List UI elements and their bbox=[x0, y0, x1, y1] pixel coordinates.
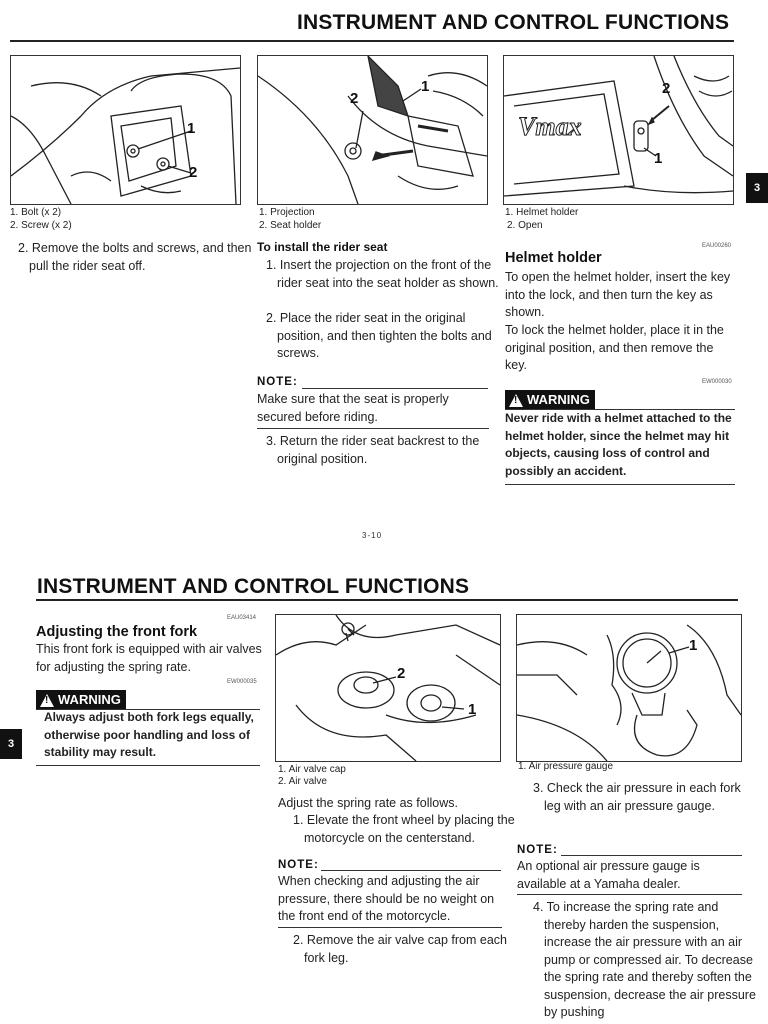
figure-air-pressure-gauge: 1 bbox=[516, 614, 742, 762]
fig1-callout-2: 2 bbox=[189, 164, 198, 181]
page1-note-end-rule bbox=[257, 428, 489, 429]
page1-helmet-para-open: To open the helmet holder, insert the ke… bbox=[505, 270, 731, 319]
page1-header-rule bbox=[10, 40, 734, 42]
page1-note-rule bbox=[302, 388, 488, 389]
page1-install-step-2: 2. Place the rider seat in the original … bbox=[266, 311, 492, 360]
fig4-caption-2: 2. Air valve bbox=[278, 776, 327, 787]
page2-header-rule bbox=[36, 599, 738, 601]
fig4-callout-1: 1 bbox=[468, 701, 477, 718]
fig3-callout-2: 2 bbox=[662, 80, 671, 97]
page1-warning-label: WARNING bbox=[505, 390, 595, 410]
vmax-logo: Vmax bbox=[518, 112, 583, 142]
page2-step-2: 2. Remove the air valve cap from each fo… bbox=[293, 933, 507, 965]
page2-code-warning: EW000035 bbox=[227, 679, 257, 685]
page1-section-tab: 3 bbox=[746, 173, 768, 203]
fig5-caption-1: 1. Air pressure gauge bbox=[518, 761, 614, 772]
page2-fork-para: This front fork is equipped with air val… bbox=[36, 642, 262, 674]
page2-header: INSTRUMENT AND CONTROL FUNCTIONS bbox=[37, 575, 470, 598]
fig2-callout-1: 1 bbox=[421, 78, 430, 95]
page2-note-right-label: NOTE: bbox=[517, 844, 558, 856]
page2-note-right-rule bbox=[561, 855, 742, 856]
page1-step-2-remove: 2. Remove the bolts and screws, and then… bbox=[18, 241, 252, 273]
page2-section-tab: 3 bbox=[0, 729, 22, 759]
page1-warning-bottom-rule bbox=[505, 484, 735, 485]
fig4-caption-1: 1. Air valve cap bbox=[278, 764, 346, 775]
figure-air-valve: 2 1 bbox=[275, 614, 501, 762]
fig1-caption-1: 1. Bolt (x 2) bbox=[10, 207, 62, 218]
fig5-callout-1: 1 bbox=[689, 637, 698, 654]
page2-warning-bottom-rule bbox=[36, 765, 260, 766]
page1-install-heading: To install the rider seat bbox=[257, 240, 388, 254]
page1-install-step-1: 1. Insert the projection on the front of… bbox=[266, 258, 499, 290]
page1-note-text: Make sure that the seat is properly secu… bbox=[257, 392, 449, 424]
fig2-callout-2: 2 bbox=[350, 90, 359, 107]
warning-triangle-icon bbox=[509, 393, 523, 407]
page2-code-fork: EAU03414 bbox=[227, 615, 257, 621]
page1-header: INSTRUMENT AND CONTROL FUNCTIONS bbox=[297, 11, 730, 34]
page2-note-left-text: When checking and adjusting the air pres… bbox=[278, 874, 495, 923]
page1-warning-top-rule bbox=[505, 409, 735, 410]
page1-helmet-para-lock: To lock the helmet holder, place it in t… bbox=[505, 323, 724, 372]
fig2-caption-2: 2. Seat holder bbox=[259, 220, 322, 231]
page2-fork-heading: Adjusting the front fork bbox=[36, 624, 198, 640]
page2-step-4: 4. To increase the spring rate and there… bbox=[533, 900, 756, 1019]
fig3-callout-1: 1 bbox=[654, 150, 663, 167]
figure-seat-bolts: 1 2 bbox=[10, 55, 241, 205]
page2-warning-label: WARNING bbox=[36, 690, 126, 710]
fig3-caption-2: 2. Open bbox=[507, 220, 543, 231]
page1-code-warning: EW000030 bbox=[702, 379, 732, 385]
fig1-callout-1: 1 bbox=[187, 120, 196, 137]
page1-code-helmet: EAU00260 bbox=[702, 243, 732, 249]
fig4-callout-2: 2 bbox=[397, 665, 406, 682]
page1-note-label: NOTE: bbox=[257, 376, 298, 388]
fig2-caption-1: 1. Projection bbox=[259, 207, 315, 218]
page2-intro: Adjust the spring rate as follows. bbox=[278, 796, 458, 810]
page1-install-step-3: 3. Return the rider seat backrest to the… bbox=[266, 434, 480, 466]
warning-triangle-icon bbox=[40, 693, 54, 707]
fig1-caption-2: 2. Screw (x 2) bbox=[10, 220, 72, 231]
page1-page-number: 3-10 bbox=[362, 531, 383, 540]
page2-note-right-text: An optional air pressure gauge is availa… bbox=[517, 859, 700, 891]
page2-note-left-end-rule bbox=[278, 927, 502, 928]
page2-step-3: 3. Check the air pressure in each fork l… bbox=[533, 781, 741, 813]
page2-step-1: 1. Elevate the front wheel by placing th… bbox=[293, 813, 515, 845]
page1-helmet-heading: Helmet holder bbox=[505, 250, 602, 266]
page2-warning-top-rule bbox=[36, 709, 260, 710]
page2-warning-text: Always adjust both fork legs equally, ot… bbox=[44, 710, 254, 759]
page2-note-right-end-rule bbox=[517, 894, 742, 895]
page1-warning-text: Never ride with a helmet attached to the… bbox=[505, 411, 732, 478]
page2-note-left-rule bbox=[321, 870, 501, 871]
page2-note-left-label: NOTE: bbox=[278, 859, 319, 871]
fig3-caption-1: 1. Helmet holder bbox=[505, 207, 579, 218]
figure-seat-projection: 2 1 bbox=[257, 55, 488, 205]
figure-helmet-holder: Vmax 2 1 bbox=[503, 55, 734, 205]
